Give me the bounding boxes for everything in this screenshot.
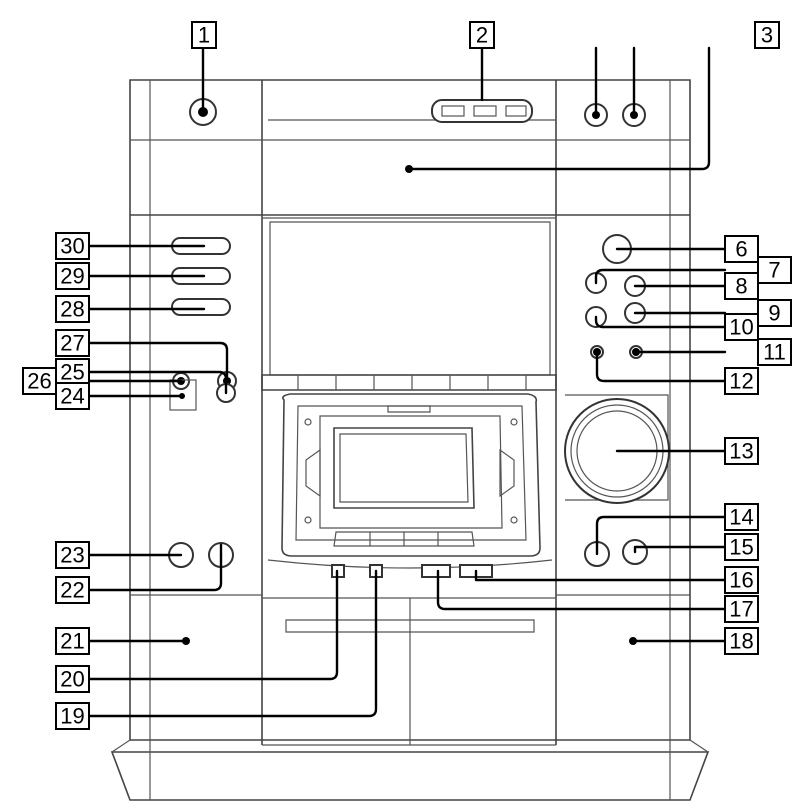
callout-29: 29 — [55, 262, 90, 290]
unit-body — [110, 79, 710, 801]
callout-6: 6 — [724, 235, 759, 263]
right-controls — [564, 234, 670, 567]
leader-lines — [87, 46, 727, 718]
callout-18: 18 — [724, 627, 759, 655]
callout-23: 23 — [55, 541, 90, 569]
svg-text:18: 18 — [729, 629, 753, 654]
svg-text:22: 22 — [60, 578, 84, 603]
svg-text:9: 9 — [768, 301, 780, 326]
svg-text:15: 15 — [729, 535, 753, 560]
cassette-deck — [267, 393, 553, 569]
callout-11: 11 — [757, 338, 792, 366]
callout-16: 16 — [724, 566, 759, 594]
callout-19: 19 — [55, 702, 90, 730]
callout-24: 24 — [55, 382, 90, 410]
callout-28: 28 — [55, 295, 90, 323]
callout-12: 12 — [724, 367, 759, 395]
callout-8: 8 — [724, 272, 759, 300]
callout-27: 27 — [55, 329, 90, 357]
callout-26: 26 — [22, 367, 57, 395]
svg-text:12: 12 — [729, 369, 753, 394]
callout-30: 30 — [55, 232, 90, 260]
svg-text:28: 28 — [60, 297, 84, 322]
callout-17: 17 — [724, 595, 759, 623]
callout-22: 22 — [55, 576, 90, 604]
svg-text:6: 6 — [735, 237, 747, 262]
svg-text:10: 10 — [729, 315, 753, 340]
svg-text:3: 3 — [761, 23, 773, 48]
callout-15: 15 — [724, 533, 759, 561]
svg-text:2: 2 — [476, 23, 488, 48]
svg-text:13: 13 — [729, 439, 753, 464]
svg-text:23: 23 — [60, 543, 84, 568]
svg-text:16: 16 — [729, 568, 753, 593]
top-controls — [189, 98, 646, 173]
callout-14: 14 — [724, 503, 759, 531]
svg-text:17: 17 — [729, 597, 753, 622]
callout-10: 10 — [724, 313, 759, 341]
callout-9: 9 — [757, 299, 792, 327]
svg-text:19: 19 — [60, 704, 84, 729]
svg-text:26: 26 — [27, 369, 51, 394]
svg-text:25: 25 — [60, 360, 84, 385]
disc-tray-area — [261, 221, 557, 391]
svg-text:30: 30 — [60, 234, 84, 259]
callout-20: 20 — [55, 665, 90, 693]
svg-text:20: 20 — [60, 667, 84, 692]
left-controls — [168, 237, 237, 568]
svg-text:21: 21 — [60, 629, 84, 654]
callout-1: 1 — [191, 21, 217, 49]
svg-text:29: 29 — [60, 264, 84, 289]
callout-3: 3 — [754, 21, 780, 49]
svg-text:27: 27 — [60, 331, 84, 356]
svg-text:11: 11 — [763, 340, 786, 365]
svg-text:7: 7 — [768, 258, 780, 283]
lower-tray — [262, 597, 556, 746]
callout-25: 25 — [55, 358, 90, 386]
callout-13: 13 — [724, 437, 759, 465]
callout-7: 7 — [757, 256, 792, 284]
svg-text:8: 8 — [735, 274, 747, 299]
svg-text:1: 1 — [198, 23, 210, 48]
callout-21: 21 — [55, 627, 90, 655]
svg-text:14: 14 — [729, 505, 753, 530]
svg-text:24: 24 — [60, 384, 84, 409]
callout-2: 2 — [469, 21, 495, 49]
